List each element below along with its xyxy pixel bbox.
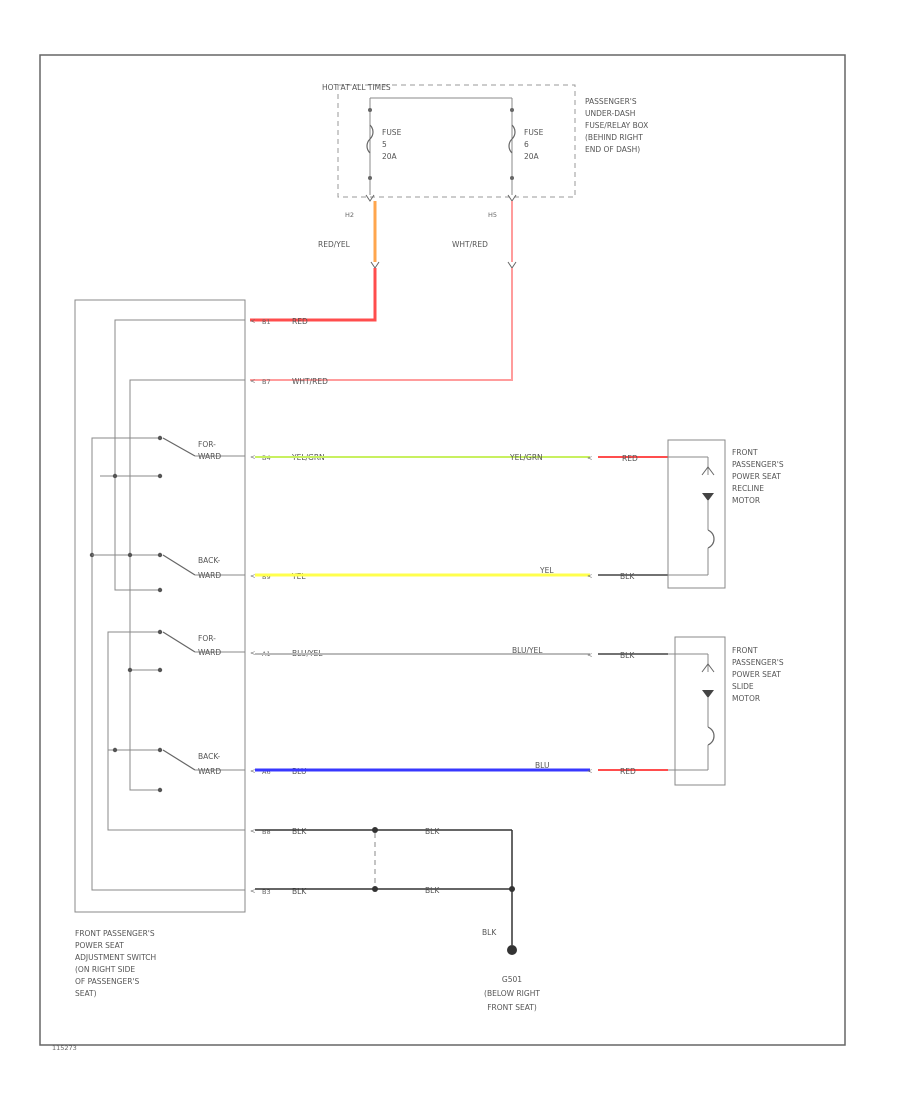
svg-text:BLK: BLK bbox=[292, 887, 307, 896]
svg-text:(BELOW RIGHT: (BELOW RIGHT bbox=[484, 989, 540, 998]
svg-text:ADJUSTMENT SWITCH: ADJUSTMENT SWITCH bbox=[75, 953, 156, 962]
svg-text:END OF DASH): END OF DASH) bbox=[585, 145, 640, 154]
svg-text:POWER SEAT: POWER SEAT bbox=[732, 472, 781, 481]
svg-text:(BEHIND RIGHT: (BEHIND RIGHT bbox=[585, 133, 643, 142]
hot-at-all-times-label: HOT AT ALL TIMES bbox=[322, 83, 391, 92]
svg-text:B8: B8 bbox=[262, 828, 271, 836]
svg-text:A6: A6 bbox=[262, 768, 271, 776]
svg-text:B9: B9 bbox=[262, 573, 271, 581]
svg-text:BLK: BLK bbox=[620, 572, 635, 581]
wire-label-red-yel: RED/YEL bbox=[318, 240, 351, 249]
svg-text:POWER SEAT: POWER SEAT bbox=[75, 941, 124, 950]
svg-text:<: < bbox=[250, 317, 255, 325]
svg-text:MOTOR: MOTOR bbox=[732, 694, 760, 703]
switch-backward-recline: BACK- bbox=[198, 556, 221, 565]
svg-text:<: < bbox=[250, 767, 255, 775]
svg-text:OF PASSENGER'S: OF PASSENGER'S bbox=[75, 977, 139, 986]
wire-label-wht-red-top: WHT/RED bbox=[452, 240, 488, 249]
power-wires: RED/YEL WHT/RED bbox=[250, 201, 517, 381]
svg-text:BLK: BLK bbox=[425, 886, 440, 895]
svg-text:BLK: BLK bbox=[482, 928, 497, 937]
svg-text:WARD: WARD bbox=[198, 452, 221, 461]
diagram-border bbox=[39, 54, 846, 1046]
svg-text:BLU/YEL: BLU/YEL bbox=[512, 646, 543, 655]
svg-text:SEAT): SEAT) bbox=[75, 989, 97, 998]
svg-text:WARD: WARD bbox=[198, 648, 221, 657]
svg-text:H5: H5 bbox=[488, 211, 497, 219]
seat-adjustment-switch: FOR- WARD BACK- WARD FOR- WARD BACK- WAR… bbox=[74, 299, 246, 913]
ground-wires: BLK BLK BLK bbox=[255, 827, 517, 955]
svg-text:H2: H2 bbox=[345, 211, 354, 219]
svg-text:RED: RED bbox=[292, 317, 308, 326]
svg-text:FUSE/RELAY BOX: FUSE/RELAY BOX bbox=[585, 121, 648, 130]
switch-forward-slide: FOR- bbox=[198, 634, 216, 643]
svg-text:BLK: BLK bbox=[620, 651, 635, 660]
recline-motor-label: FRONT PASSENGER'S POWER SEAT RECLINE MOT… bbox=[732, 448, 784, 505]
svg-text:FRONT: FRONT bbox=[732, 646, 758, 655]
svg-text:<: < bbox=[250, 887, 255, 895]
switch-forward-recline: FOR- bbox=[198, 440, 216, 449]
slide-motor-label: FRONT PASSENGER'S POWER SEAT SLIDE MOTOR bbox=[732, 646, 784, 703]
svg-text:6: 6 bbox=[524, 140, 529, 149]
svg-text:5: 5 bbox=[382, 140, 387, 149]
svg-text:BLK: BLK bbox=[425, 827, 440, 836]
svg-text:SLIDE: SLIDE bbox=[732, 682, 754, 691]
svg-text:<: < bbox=[250, 572, 255, 580]
motor-wires: YEL/GRN < RED YEL < BLK BLU/YEL < BLK BL… bbox=[255, 453, 668, 776]
recline-motor bbox=[667, 439, 726, 589]
fuse-5-label: FUSE bbox=[382, 128, 402, 137]
svg-text:<: < bbox=[587, 572, 592, 580]
svg-text:YEL/GRN: YEL/GRN bbox=[509, 453, 543, 462]
svg-text:<: < bbox=[250, 827, 255, 835]
svg-text:20A: 20A bbox=[382, 152, 398, 161]
svg-text:MOTOR: MOTOR bbox=[732, 496, 760, 505]
svg-text:FRONT SEAT): FRONT SEAT) bbox=[487, 1003, 537, 1012]
switch-pins: <B1 RED <B7 WHT/RED <B4 YEL/GRN <B9 YEL … bbox=[250, 317, 328, 896]
ground-label: G501 (BELOW RIGHT FRONT SEAT) bbox=[484, 975, 540, 1012]
svg-text:WHT/RED: WHT/RED bbox=[292, 377, 328, 386]
svg-text:<: < bbox=[587, 454, 592, 462]
fuse-6-label: FUSE bbox=[524, 128, 544, 137]
svg-text:BLK: BLK bbox=[292, 827, 307, 836]
svg-text:(ON RIGHT SIDE: (ON RIGHT SIDE bbox=[75, 965, 135, 974]
switch-backward-slide: BACK- bbox=[198, 752, 221, 761]
slide-motor bbox=[668, 636, 726, 786]
svg-text:RED: RED bbox=[620, 767, 636, 776]
svg-text:B1: B1 bbox=[262, 318, 271, 326]
svg-text:FRONT PASSENGER'S: FRONT PASSENGER'S bbox=[75, 929, 155, 938]
svg-text:RECLINE: RECLINE bbox=[732, 484, 764, 493]
svg-text:<: < bbox=[250, 453, 255, 461]
svg-text:UNDER-DASH: UNDER-DASH bbox=[585, 109, 635, 118]
svg-text:B7: B7 bbox=[262, 378, 271, 386]
svg-text:<: < bbox=[587, 767, 592, 775]
svg-text:PASSENGER'S: PASSENGER'S bbox=[732, 658, 784, 667]
fusebox-description: PASSENGER'S UNDER-DASH FUSE/RELAY BOX (B… bbox=[585, 97, 648, 154]
svg-text:G501: G501 bbox=[502, 975, 522, 984]
fuse-relay-box: HOT AT ALL TIMES FUSE 5 20A FUSE 6 20A H… bbox=[322, 83, 576, 219]
svg-text:YEL: YEL bbox=[539, 566, 554, 575]
svg-text:<: < bbox=[250, 377, 255, 385]
svg-text:POWER SEAT: POWER SEAT bbox=[732, 670, 781, 679]
svg-text:<: < bbox=[250, 649, 255, 657]
svg-text:PASSENGER'S: PASSENGER'S bbox=[732, 460, 784, 469]
svg-text:BLU: BLU bbox=[535, 761, 549, 770]
svg-text:FRONT: FRONT bbox=[732, 448, 758, 457]
svg-text:B3: B3 bbox=[262, 888, 271, 896]
svg-text:WARD: WARD bbox=[198, 571, 221, 580]
figure-id: 115273 bbox=[52, 1044, 77, 1052]
svg-text:20A: 20A bbox=[524, 152, 540, 161]
switch-label: FRONT PASSENGER'S POWER SEAT ADJUSTMENT … bbox=[75, 929, 156, 998]
svg-text:RED: RED bbox=[622, 454, 638, 463]
svg-text:WARD: WARD bbox=[198, 767, 221, 776]
svg-text:PASSENGER'S: PASSENGER'S bbox=[585, 97, 637, 106]
svg-text:<: < bbox=[587, 651, 592, 659]
ground-point-icon bbox=[507, 945, 517, 955]
